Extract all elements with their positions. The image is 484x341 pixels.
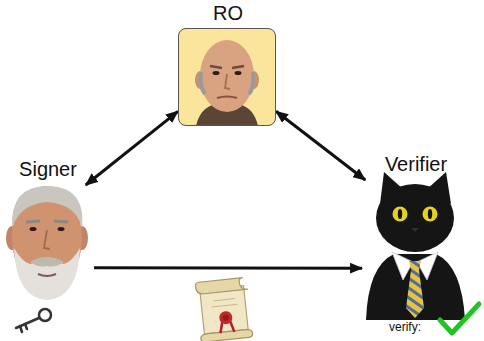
signer-face [6,186,88,300]
ro-panel [178,28,276,126]
cat-figure [366,172,465,320]
ro-face [195,40,259,126]
check-mark [440,304,479,333]
verifier-figure: Verifier [362,180,470,320]
node-label: Signer [19,158,77,181]
key-icon [16,309,51,332]
note-label: verify: [389,321,421,335]
node-label: Verifier [385,153,447,176]
ro-box: RO [178,28,276,126]
signer-figure: Signer [2,185,94,300]
scroll-icon [195,277,253,341]
arrow-connector [86,111,178,185]
arrow-connector [94,266,362,269]
node-label: RO [213,2,243,25]
arrow-connector [276,111,365,180]
